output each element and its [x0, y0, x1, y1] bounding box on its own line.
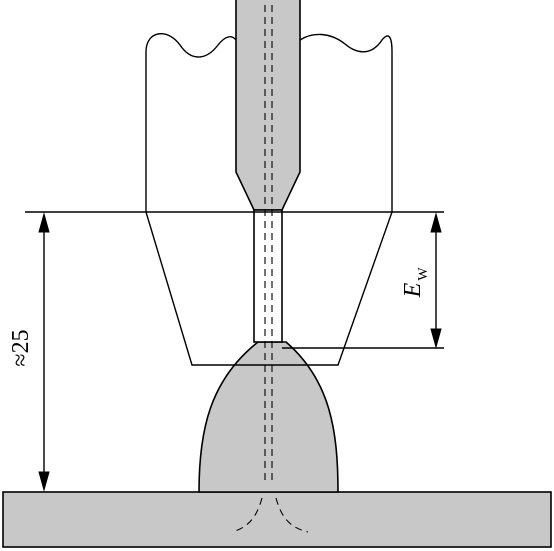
ew-label-symbol: E	[400, 282, 426, 298]
distance-arrow-top	[38, 212, 50, 233]
ew-label-subscript: W	[416, 267, 431, 281]
electrode-extension	[253, 209, 283, 343]
ew-arrow-bottom	[430, 328, 442, 349]
penetration-right	[275, 497, 309, 533]
weld-bead	[198, 341, 339, 493]
distance-arrow-bottom	[38, 471, 50, 492]
nozzle-left-wall	[145, 32, 237, 212]
ew-label: E W	[400, 267, 431, 299]
distance-label: ≈25	[8, 329, 34, 366]
penetration-left	[231, 497, 263, 533]
ew-arrow-top	[430, 212, 442, 233]
contact-tip	[235, 0, 301, 211]
nozzle-right-wall	[299, 33, 393, 212]
